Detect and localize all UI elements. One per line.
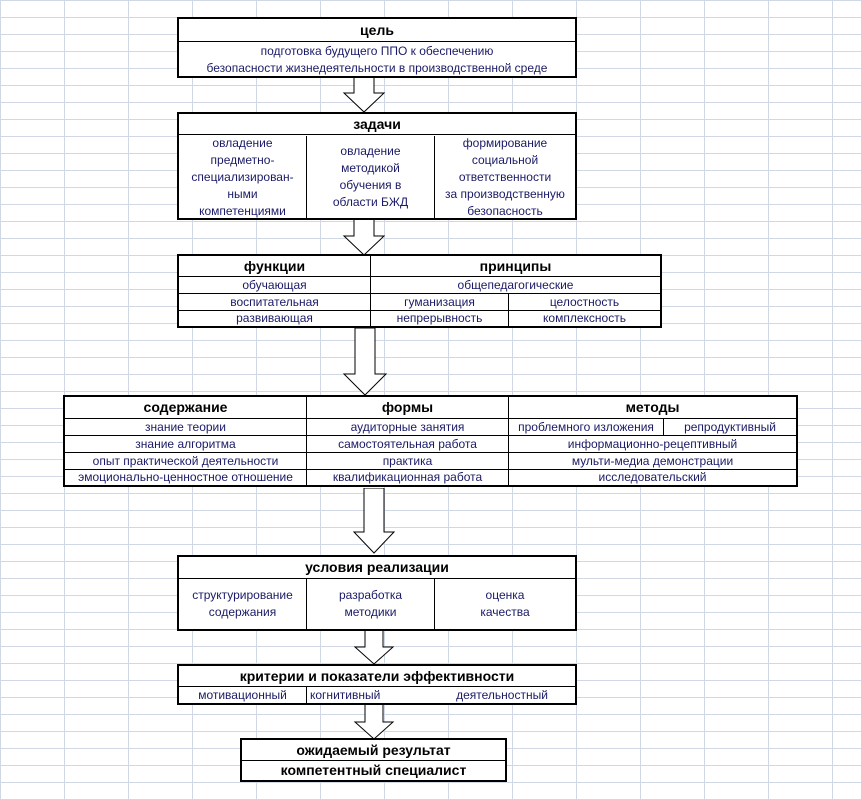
condition-item-3: оценка качества [435,579,575,629]
methods-title: методы [509,397,796,419]
goal-title: цель [179,19,575,42]
principle-item-3: непрерывность [371,311,509,326]
conditions-block: условия реализации структурирование соде… [177,555,577,631]
form-item-4: квалификационная работа [307,470,509,485]
method-item-4: мульти-медиа демонстрации [509,453,796,470]
criteria-title: критерии и показатели эффективности [179,666,575,687]
content-item-1: знание теории [65,419,307,436]
principle-item-1: гуманизация [371,294,509,311]
tasks-block: задачи овладение предметно- специализиро… [177,112,577,220]
form-item-2: самостоятельная работа [307,436,509,453]
method-item-2: репродуктивный [664,419,796,436]
principles-general: общепедагогические [371,277,660,294]
method-item-5: исследовательский [509,470,796,485]
function-item-1: обучающая [179,277,371,294]
condition-item-2: разработка методики [307,579,435,629]
criteria-item-3: деятельностный [429,687,575,703]
goal-block: цель подготовка будущего ППО к обеспечен… [177,17,577,78]
principles-title: принципы [371,256,660,277]
arrow-goal-to-tasks [342,75,386,113]
task-item-1: овладение предметно- специализирован- ны… [179,136,307,218]
content-forms-methods-block: содержание знание теории знание алгоритм… [63,395,798,487]
principle-item-4: комплексность [509,311,660,326]
content-item-4: эмоционально-ценностное отношение [65,470,307,485]
principle-item-2: целостность [509,294,660,311]
arrow-tasks-to-functions [342,218,386,256]
condition-item-1: структурирование содержания [179,579,307,629]
functions-principles-block: функции обучающая воспитательная развива… [177,254,662,328]
criteria-item-1: мотивационный [179,687,307,703]
result-text: компетентный специалист [242,761,505,780]
task-item-3: формирование социальной ответственности … [435,136,575,218]
content-item-2: знание алгоритма [65,436,307,453]
arrow-conditions-to-criteria [353,629,395,665]
arrow-criteria-to-result [353,704,395,740]
criteria-item-2: когнитивный [307,687,397,703]
tasks-title: задачи [179,114,575,135]
content-title: содержание [65,397,307,419]
criteria-block: критерии и показатели эффективности моти… [177,664,577,705]
conditions-title: условия реализации [179,557,575,579]
result-title: ожидаемый результат [242,740,505,761]
content-item-3: опыт практической деятельности [65,453,307,470]
forms-title: формы [307,397,509,419]
form-item-1: аудиторные занятия [307,419,509,436]
arrow-functions-to-content [342,328,388,396]
task-item-2: овладение методикой обучения в области Б… [307,136,435,218]
goal-text-line2: безопасности жизнедеятельности в произво… [179,60,575,76]
functions-title: функции [179,256,371,277]
function-item-3: развивающая [179,311,371,326]
goal-text-line1: подготовка будущего ППО к обеспечению [179,43,575,60]
result-block: ожидаемый результат компетентный специал… [240,738,507,782]
method-item-1: проблемного изложения [509,419,664,436]
function-item-2: воспитательная [179,294,371,311]
form-item-3: практика [307,453,509,470]
method-item-3: информационно-рецептивный [509,436,796,453]
arrow-content-to-conditions [352,488,396,554]
